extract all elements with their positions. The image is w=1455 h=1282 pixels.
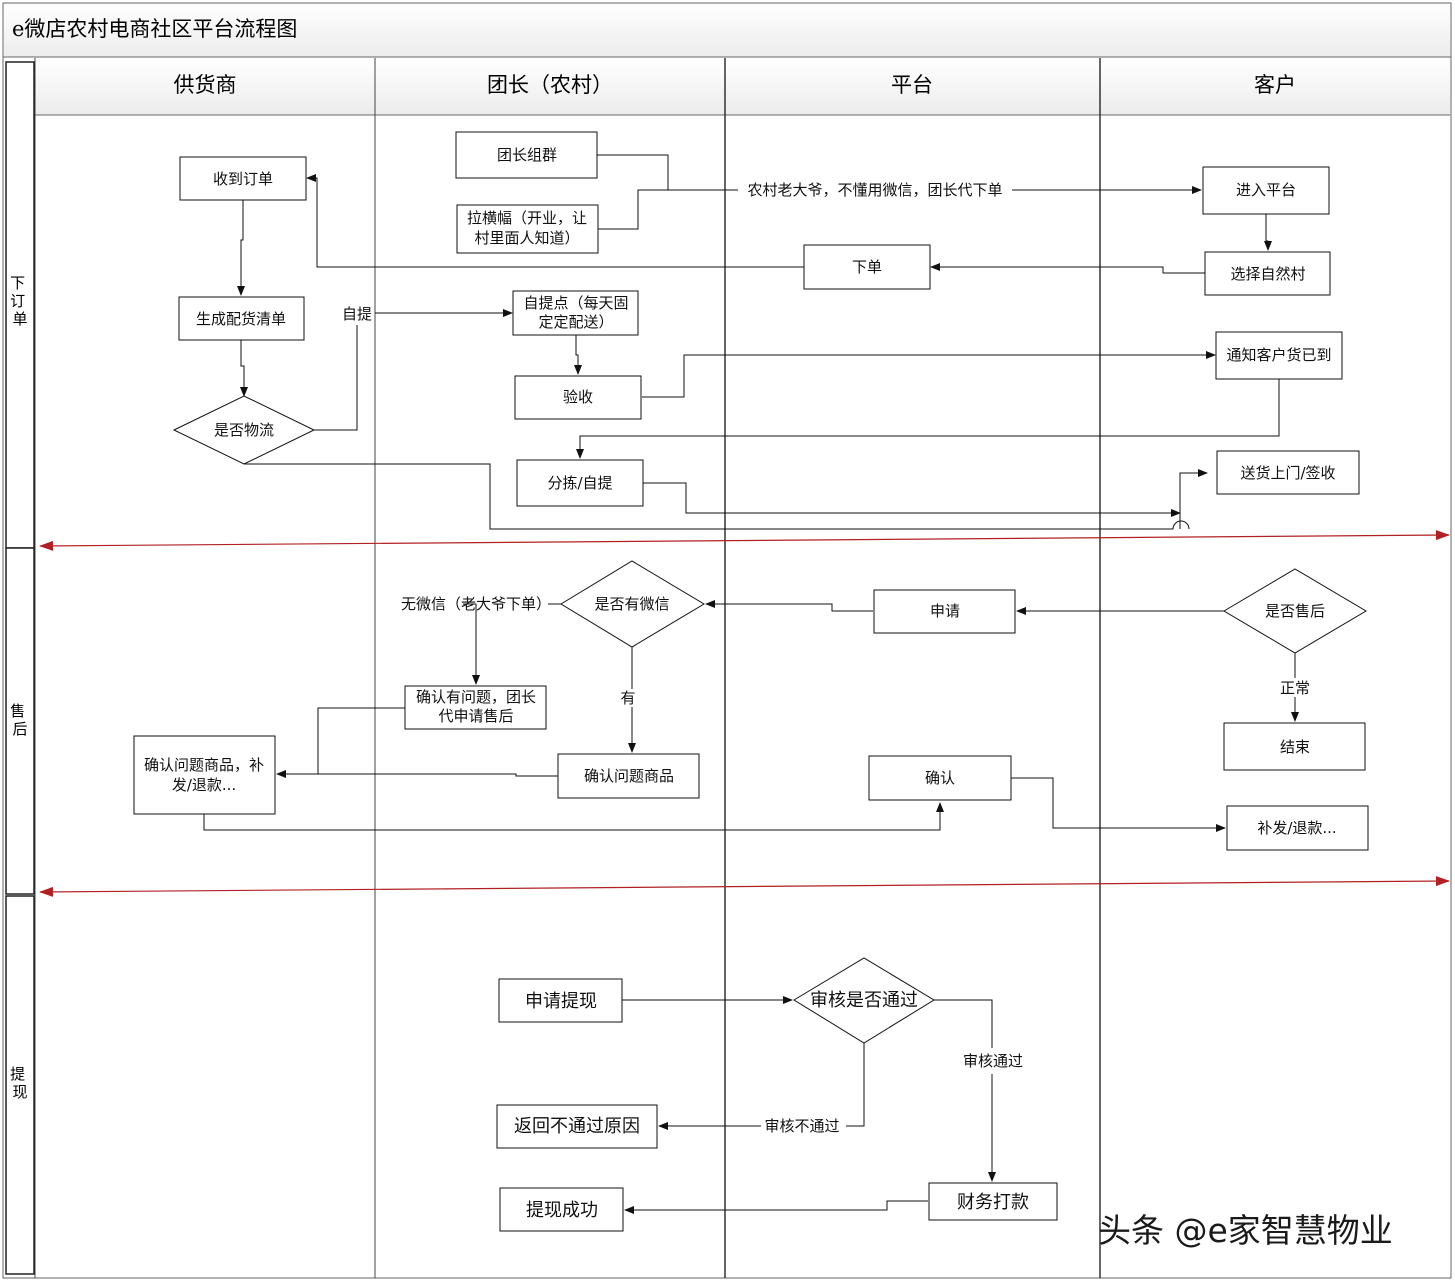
- node-is-logistics-diamond: [172, 395, 316, 465]
- node-confirm-resend-line-1: 确认问题商品，补: [144, 756, 264, 774]
- node-leader-group-box: [455, 131, 598, 179]
- node-withdraw-success: 提现成功: [526, 1200, 598, 1221]
- lane-header-row: [35, 58, 1450, 115]
- node-pickup-point-line-2: 定定配送）: [538, 313, 613, 331]
- node-enter-platform-box: [1202, 166, 1330, 215]
- phase-order-char-3: 单: [12, 310, 27, 328]
- phase-box-withdraw: [5, 895, 35, 1275]
- node-enter-platform: 进入平台: [1236, 181, 1296, 199]
- node-withdraw-success-box: [499, 1187, 624, 1232]
- node-choose-village-box: [1204, 251, 1331, 296]
- title-bar: [4, 4, 1450, 57]
- node-leader-apply-line-1: 确认有问题，团长: [416, 688, 536, 706]
- node-receive-order-box: [179, 156, 307, 201]
- lane-supplier: 供货商: [174, 73, 237, 97]
- node-review-pass-diamond: [793, 957, 935, 1044]
- node-review-pass: 审核是否通过: [810, 990, 918, 1011]
- watermark: 头条 @e家智慧物业: [1098, 1211, 1393, 1250]
- node-return-reason: 返回不通过原因: [514, 1116, 640, 1137]
- label-old-man-order: 农村老大爷，不懂用微信，团长代下单: [747, 181, 1002, 199]
- node-has-wechat: 是否有微信: [594, 595, 669, 613]
- node-confirm: 确认: [925, 769, 955, 787]
- label-no-wechat: 无微信（老大爷下单）: [401, 595, 551, 613]
- node-sort-pickup-box: [516, 459, 644, 507]
- node-apply: 申请: [930, 602, 960, 620]
- node-apply-withdraw: 申请提现: [525, 991, 597, 1012]
- node-inspect-box: [514, 375, 642, 420]
- label-normal: 正常: [1280, 679, 1310, 697]
- phase-aftersale-char-1: 售: [10, 702, 25, 720]
- node-leader-group: 团长组群: [497, 146, 557, 164]
- node-pickup-point-box: [512, 290, 639, 336]
- node-leader-apply-line-2: 代申请售后: [438, 707, 513, 725]
- node-picking-list: 生成配货清单: [196, 310, 286, 328]
- node-choose-village: 选择自然村: [1230, 265, 1305, 283]
- node-end-box: [1223, 722, 1366, 771]
- node-finance-pay-box: [928, 1182, 1058, 1221]
- node-return-reason-box: [496, 1104, 658, 1149]
- label-reviewed-ok: 审核通过: [963, 1052, 1023, 1070]
- lane-platform: 平台: [891, 73, 933, 97]
- node-place-order: 下单: [852, 258, 882, 276]
- node-confirm-resend-box: [133, 735, 276, 815]
- node-apply-withdraw-box: [498, 978, 623, 1023]
- node-has-wechat-diamond: [560, 560, 705, 648]
- node-delivery-sign-box: [1216, 450, 1360, 495]
- node-confirm-resend-line-2: 发/退款...: [172, 776, 236, 794]
- diagram-title: e微店农村电商社区平台流程图: [12, 17, 297, 41]
- node-pickup-point-line-1: 自提点（每天固: [523, 294, 628, 312]
- node-is-logistics: 是否物流: [214, 421, 274, 439]
- node-confirm-item-box: [557, 753, 700, 799]
- label-has: 有: [620, 689, 635, 707]
- node-sort-pickup: 分拣/自提: [547, 474, 612, 492]
- phase-withdraw-char-2: 现: [12, 1083, 27, 1101]
- node-place-order-box: [803, 244, 931, 290]
- node-apply-box: [873, 589, 1016, 634]
- phase-order: 下 订 单: [10, 274, 30, 328]
- node-is-aftersale-diamond: [1223, 568, 1367, 654]
- phase-order-char-1: 下: [10, 274, 25, 292]
- node-confirm-box: [868, 755, 1012, 801]
- node-delivery-sign: 送货上门/签收: [1240, 464, 1335, 482]
- node-picking-list-box: [178, 296, 305, 341]
- label-reviewed-fail: 审核不通过: [764, 1117, 839, 1135]
- node-leader-apply-box: [404, 685, 547, 730]
- node-banner-line-1: 拉横幅（开业，让: [467, 209, 587, 227]
- phase-separator-1: [39, 530, 1450, 551]
- lane-leader: 团长（农村）: [487, 73, 613, 97]
- phase-withdraw: 提 现: [10, 1065, 30, 1101]
- node-is-aftersale: 是否售后: [1265, 602, 1325, 620]
- phase-order-char-2: 订: [10, 292, 25, 310]
- node-notify-customer: 通知客户货已到: [1226, 346, 1331, 364]
- phase-separator-2: [39, 876, 1450, 897]
- node-finance-pay: 财务打款: [957, 1192, 1029, 1213]
- node-receive-order: 收到订单: [213, 170, 273, 188]
- node-confirm-item: 确认问题商品: [584, 767, 674, 785]
- connectors: [203, 154, 1299, 1214]
- phase-aftersale-char-2: 后: [12, 720, 27, 738]
- node-banner-box: [456, 204, 599, 254]
- node-notify-customer-box: [1215, 331, 1343, 380]
- phase-aftersale: 售 后: [10, 702, 30, 738]
- node-resend-refund-box: [1226, 805, 1369, 851]
- node-end: 结束: [1280, 738, 1310, 756]
- phase-box-aftersale: [5, 547, 35, 895]
- node-banner-line-2: 村里面人知道）: [474, 229, 579, 247]
- node-resend-refund: 补发/退款...: [1257, 819, 1336, 837]
- phase-withdraw-char-1: 提: [10, 1065, 25, 1083]
- node-inspect: 验收: [563, 388, 593, 406]
- lane-customer: 客户: [1254, 73, 1296, 97]
- label-self-pickup: 自提: [342, 305, 372, 323]
